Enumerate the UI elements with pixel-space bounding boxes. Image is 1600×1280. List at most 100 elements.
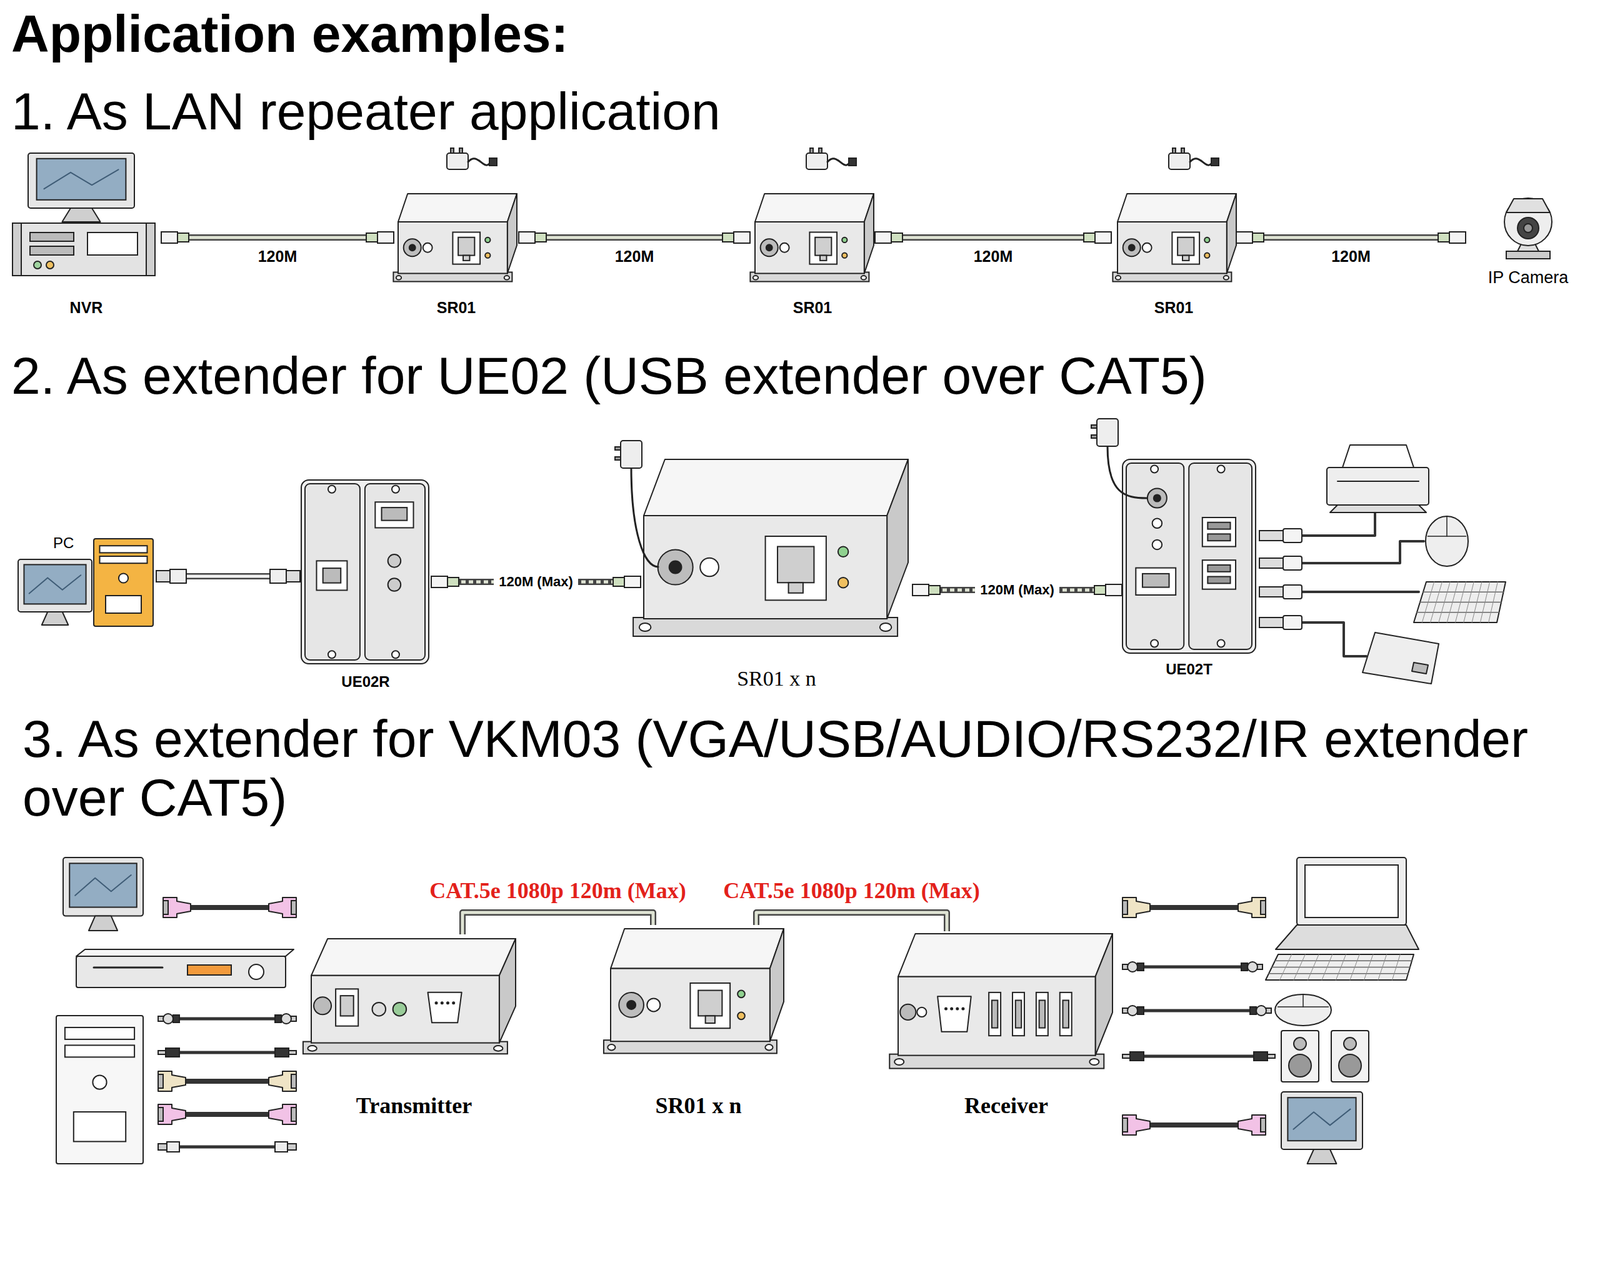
cable-group xyxy=(875,231,1112,244)
adapter-body xyxy=(1096,418,1119,447)
rj45-latch xyxy=(705,1015,715,1024)
rj45-socket xyxy=(1177,237,1194,256)
top-face xyxy=(398,193,517,222)
cable-core xyxy=(1236,236,1466,240)
device-label: SR01 xyxy=(436,298,477,317)
plug-ring xyxy=(281,1013,292,1024)
plug-ring xyxy=(1247,961,1258,972)
monitor-bezel xyxy=(63,857,144,917)
key-column xyxy=(1488,581,1499,623)
vga-plug xyxy=(163,897,191,918)
vga-pins xyxy=(1122,900,1128,915)
monitor-bezel xyxy=(28,153,135,209)
rj45-boot xyxy=(1083,233,1095,242)
camera-cap xyxy=(1506,198,1550,213)
left-panel xyxy=(1126,463,1184,650)
screen-image xyxy=(29,575,82,594)
monitor-screen xyxy=(69,863,137,907)
screen-image xyxy=(1293,1109,1351,1130)
cable-group xyxy=(518,231,750,244)
top-face xyxy=(311,938,516,976)
led xyxy=(737,990,745,999)
device-node: SR01 xyxy=(750,187,875,317)
av-cable xyxy=(158,1141,297,1152)
rj45-plug xyxy=(518,231,535,244)
camera-base xyxy=(1506,251,1550,259)
mouse-body xyxy=(1425,516,1469,567)
housing xyxy=(1122,459,1256,654)
dc-jack-pin xyxy=(669,561,682,574)
front-grille xyxy=(73,1111,126,1142)
usb-plug-body xyxy=(1283,528,1302,543)
pc-tower xyxy=(93,538,154,627)
led xyxy=(646,998,660,1012)
db9-port xyxy=(937,996,972,1032)
device-label: SR01 xyxy=(793,298,833,317)
mouse xyxy=(1425,516,1469,567)
dc-jack xyxy=(403,238,422,257)
usb-plug-metal xyxy=(286,570,300,582)
sr01-device xyxy=(1112,193,1237,282)
rj45-socket xyxy=(381,507,408,521)
key-column xyxy=(1364,954,1374,980)
mounting-hole xyxy=(861,275,867,280)
plug-body xyxy=(1137,1006,1144,1015)
usb-socket xyxy=(1062,1000,1069,1028)
mounting-hole xyxy=(307,1045,317,1052)
cable-label-box: CAT.5e 1080p 120m (Max) xyxy=(723,878,980,904)
key-column xyxy=(1392,954,1401,980)
sr01-device xyxy=(633,459,909,637)
speaker-box xyxy=(1331,1030,1369,1082)
cable xyxy=(179,1017,275,1021)
device-node: IP Camera xyxy=(1465,193,1591,288)
adapter-cord xyxy=(631,468,659,567)
top-face xyxy=(1117,193,1237,222)
device-body xyxy=(1362,632,1439,684)
side-face xyxy=(507,193,517,274)
led xyxy=(1142,243,1152,253)
dc-jack-pin xyxy=(1128,244,1135,251)
usb-b-port xyxy=(316,560,347,590)
cable xyxy=(185,1111,269,1117)
monitor-stand xyxy=(61,208,100,222)
db9-pin xyxy=(446,1001,450,1005)
cable xyxy=(1143,1009,1250,1013)
adapter-plug xyxy=(848,158,857,166)
led xyxy=(388,578,402,592)
adapter-plug xyxy=(489,158,497,166)
cable-group xyxy=(756,912,947,932)
dvd-player xyxy=(76,949,294,988)
led xyxy=(46,261,54,269)
printer-tray xyxy=(1330,505,1427,513)
usb-socket xyxy=(1039,1000,1045,1028)
keyboard-body xyxy=(1413,581,1506,623)
mounting-hole xyxy=(1115,275,1121,280)
tx-device xyxy=(303,938,516,1054)
rj45-boot xyxy=(447,577,459,587)
usb-port xyxy=(1012,992,1025,1036)
top-face xyxy=(898,933,1113,977)
rj45-port xyxy=(690,983,730,1029)
external-device xyxy=(1362,632,1439,684)
vga-pins xyxy=(163,900,169,915)
rj45-boot xyxy=(1252,233,1264,242)
top-face xyxy=(755,193,874,222)
drive-bay xyxy=(30,232,74,242)
audio-jack xyxy=(372,1002,387,1017)
monitor-stand xyxy=(41,611,69,625)
section-heading: 3. As extender for VKM03 (VGA/USB/AUDIO/… xyxy=(22,709,1585,827)
screw xyxy=(1150,640,1159,648)
sr01-device xyxy=(750,193,874,282)
usb-a-block xyxy=(1202,560,1236,590)
vga-pins xyxy=(291,900,297,915)
rj45-plug xyxy=(912,584,929,596)
usb-plug-body xyxy=(1283,615,1302,630)
cable-label-box: CAT.5e 1080p 120m (Max) xyxy=(429,878,687,904)
monitor-screen xyxy=(23,564,86,604)
rj45-latch xyxy=(1182,255,1189,261)
vga-pins xyxy=(158,1107,164,1122)
dc-jack xyxy=(618,992,644,1018)
rj45-socket xyxy=(458,237,475,256)
device-node: SR01 x n xyxy=(640,437,913,691)
